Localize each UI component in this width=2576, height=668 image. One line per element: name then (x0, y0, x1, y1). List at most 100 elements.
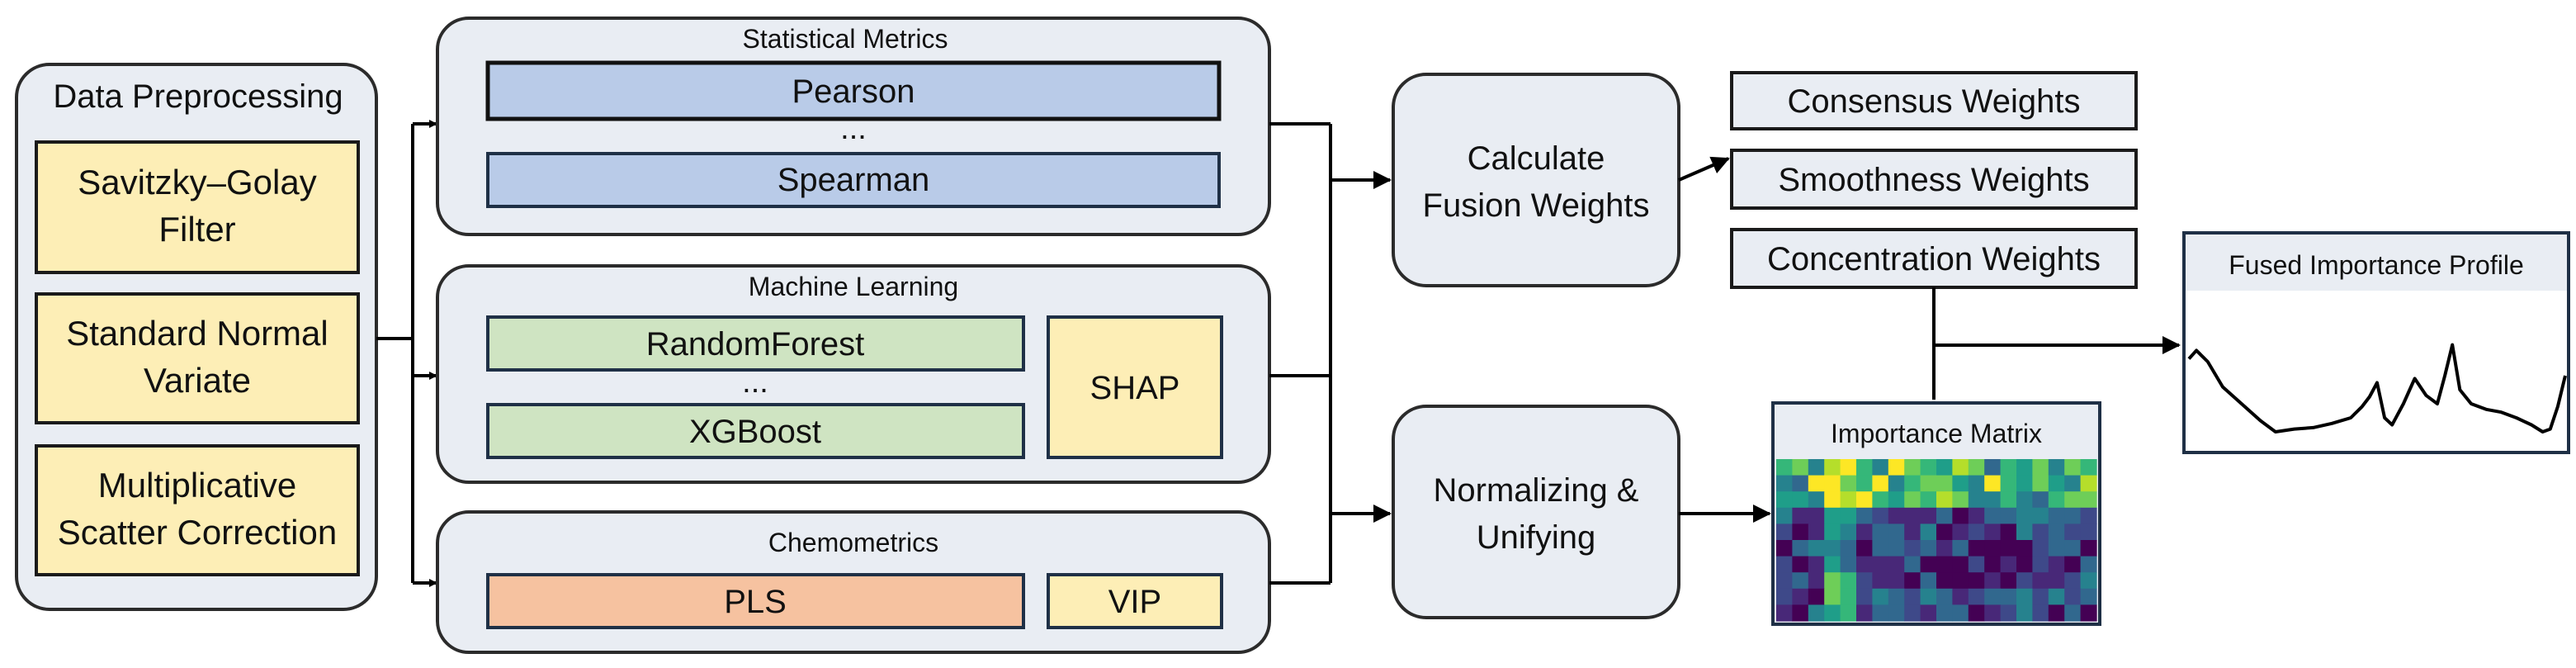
heatmap-cell (2016, 459, 2033, 476)
heatmap-cell (2000, 475, 2017, 492)
heatmap-cell (1888, 572, 1905, 590)
heatmap-cell (1840, 491, 1857, 509)
sg-filter-box: Savitzky–Golay Filter (35, 140, 360, 274)
heatmap-cell (1840, 572, 1857, 590)
heatmap-cell (2032, 507, 2049, 524)
heatmap-cell (1936, 604, 1953, 622)
heatmap-cell (1824, 507, 1841, 524)
heatmap-cell (1808, 556, 1825, 573)
heatmap-cell (1856, 459, 1873, 476)
heatmap-cell (2048, 540, 2065, 557)
heatmap-cell (1984, 588, 2002, 605)
heatmap-cell (1888, 588, 1905, 605)
randomforest-label: RandomForest (646, 326, 865, 362)
preprocessing-panel: Data Preprocessing Savitzky–Golay Filter… (15, 63, 378, 611)
heatmap-cell (1904, 507, 1921, 524)
heatmap-cell (1792, 491, 1809, 509)
heatmap-cell (1808, 604, 1825, 622)
heatmap-cell (2048, 524, 2065, 541)
xgboost-label: XGBoost (689, 414, 821, 450)
heatmap-cell (2080, 572, 2097, 590)
heatmap-cell (2048, 588, 2065, 605)
heatmap-cell (1968, 588, 1985, 605)
heatmap-cell (2016, 604, 2033, 622)
heatmap-cell (1840, 556, 1857, 573)
heatmap-cell (2080, 459, 2097, 476)
heatmap-cell (1920, 475, 1937, 492)
heatmap-cell (1920, 604, 1937, 622)
heatmap-cell (2032, 588, 2049, 605)
heatmap-cell (2048, 572, 2065, 590)
msc-line2: Scatter Correction (58, 513, 337, 552)
heatmap-cell (1872, 459, 1889, 476)
heatmap-cell (2000, 507, 2017, 524)
heatmap-cell (1920, 572, 1937, 590)
heatmap-cell (1792, 556, 1809, 573)
heatmap-cell (2064, 475, 2082, 492)
heatmap-cell (2064, 556, 2082, 573)
chemometrics-panel: Chemometrics PLS VIP (436, 510, 1271, 654)
heatmap-cell (1792, 507, 1809, 524)
heatmap-cell (2000, 604, 2017, 622)
pearson-box (485, 60, 1222, 121)
heatmap-cell (2048, 604, 2065, 622)
fusion-weights-box: Calculate Fusion Weights (1392, 73, 1680, 287)
heatmap-cell (1888, 475, 1905, 492)
heatmap-cell (1808, 475, 1825, 492)
vip-label: VIP (1108, 584, 1161, 620)
heatmap-cell (1856, 475, 1873, 492)
heatmap-cell (1984, 604, 2002, 622)
heatmap-cell (1856, 524, 1873, 541)
fusion-to-weights-arrow (1678, 156, 1730, 182)
heatmap-cell (2016, 588, 2033, 605)
heatmap-cell (1856, 572, 1873, 590)
heatmap-cell (1888, 507, 1905, 524)
heatmap-cell (1888, 604, 1905, 622)
importance-matrix-panel: Importance Matrix (1771, 401, 2101, 626)
heatmap-cell (1952, 524, 1969, 541)
heatmap-cell (1776, 507, 1793, 524)
ml-panel: Machine Learning RandomForest ... XGBoos… (436, 264, 1271, 484)
heatmap-cell (1888, 524, 1905, 541)
heatmap-cell (1920, 540, 1937, 557)
heatmap-cell (1952, 459, 1969, 476)
heatmap-cell (1776, 459, 1793, 476)
heatmap-cell (1808, 588, 1825, 605)
heatmap-cell (1920, 459, 1937, 476)
heatmap-cell (1952, 588, 1969, 605)
heatmap-cell (1984, 475, 2002, 492)
heatmap-cell (1824, 572, 1841, 590)
to-profile-connectors (1932, 287, 2181, 400)
heatmap-cell (2000, 588, 2017, 605)
heatmap-cell (2064, 540, 2082, 557)
snv-box: Standard Normal Variate (35, 292, 360, 424)
spearman-label: Spearman (778, 162, 930, 198)
fused-profile-curve (2187, 343, 2567, 433)
heatmap-cell (1808, 491, 1825, 509)
heatmap-cell (1824, 459, 1841, 476)
importance-heatmap (1776, 459, 2097, 622)
heatmap-cell (1904, 475, 1921, 492)
heatmap-cell (1776, 556, 1793, 573)
heatmap-cell (1808, 459, 1825, 476)
consensus-weights-label: Consensus Weights (1788, 83, 2081, 120)
method-connectors (1269, 122, 1392, 585)
heatmap-cell (1856, 540, 1873, 557)
heatmap-cell (1792, 540, 1809, 557)
heatmap-cell (1936, 588, 1953, 605)
heatmap-cell (1920, 524, 1937, 541)
heatmap-cell (2032, 556, 2049, 573)
heatmap-cell (1840, 507, 1857, 524)
statistical-ellipsis: ... (840, 111, 867, 146)
heatmap-cell (1856, 588, 1873, 605)
heatmap-cell (1904, 588, 1921, 605)
spearman-box (486, 152, 1221, 208)
heatmap-cell (2016, 491, 2033, 509)
heatmap-cell (1872, 491, 1889, 509)
heatmap-cell (2064, 491, 2082, 509)
heatmap-cell (1984, 459, 2002, 476)
xgboost-box (486, 403, 1025, 459)
preprocessing-connectors (376, 120, 437, 587)
heatmap-cell (2064, 507, 2082, 524)
heatmap-cell (2048, 556, 2065, 573)
